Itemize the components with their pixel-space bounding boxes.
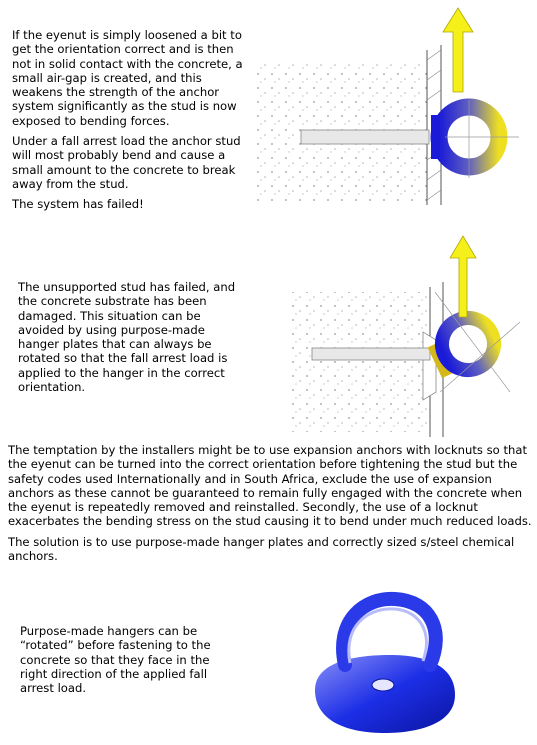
eyenut-icon (427, 311, 501, 379)
section1-para3: The system has failed! (12, 197, 144, 212)
section2-text: The unsupported stud has failed, and the… (18, 280, 240, 394)
stud-icon (311, 347, 431, 361)
section1-para1: If the eyenut is simply loosened a bit t… (12, 28, 243, 128)
up-arrow-icon (449, 235, 477, 318)
concrete-wall-icon (255, 45, 442, 205)
section1-text: If the eyenut is simply loosened a bit t… (12, 28, 248, 212)
hanger-plate-icon (315, 591, 455, 733)
section3-para1: The temptation by the installers might b… (8, 443, 532, 529)
section4-para1: Purpose-made hangers can be “rotated” be… (20, 624, 211, 696)
hanger-plate-figure (315, 591, 455, 733)
section3-text: The temptation by the installers might b… (8, 443, 532, 563)
stud-icon (300, 129, 430, 145)
section4-text: Purpose-made hangers can be “rotated” be… (20, 624, 230, 695)
section2-para1: The unsupported stud has failed, and the… (18, 280, 236, 395)
section3-para2: The solution is to use purpose-made hang… (8, 534, 515, 564)
eyenut-airgap-figure (255, 7, 519, 205)
eyenut-icon (430, 98, 519, 178)
up-arrow-icon (442, 7, 474, 93)
section1-para2: Under a fall arrest load the anchor stud… (12, 134, 241, 191)
failed-stud-figure (290, 235, 521, 437)
concrete-wall-icon (290, 282, 444, 437)
